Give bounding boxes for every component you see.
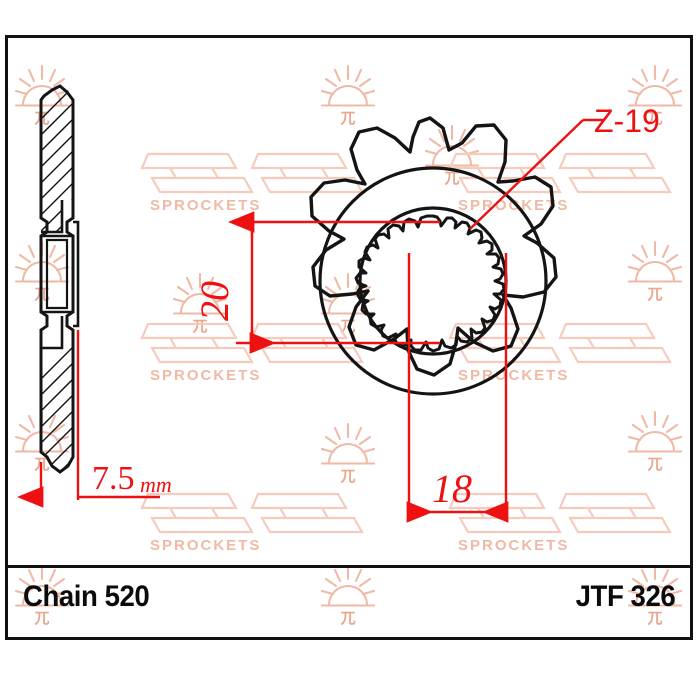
callout-teeth: Z-19	[469, 103, 660, 230]
teeth-callout-value: Z-19	[594, 103, 660, 139]
thickness-unit: mm	[140, 472, 172, 497]
dimension-bore-height: 20	[192, 211, 440, 354]
bore-width-value: 18	[432, 466, 472, 511]
dimension-bore-width: 18	[406, 253, 509, 523]
thickness-value: 7.5	[92, 460, 135, 497]
dimension-thickness: 7.5 mm	[17, 330, 172, 508]
part-number-label: JTF 326	[575, 580, 675, 613]
chain-spec-label: Chain 520	[23, 580, 150, 613]
title-block: Chain 520 JTF 326	[5, 565, 693, 640]
sprocket-front-view	[309, 116, 558, 396]
bore-height-value: 20	[192, 281, 237, 321]
side-view-cross-section	[39, 84, 80, 474]
